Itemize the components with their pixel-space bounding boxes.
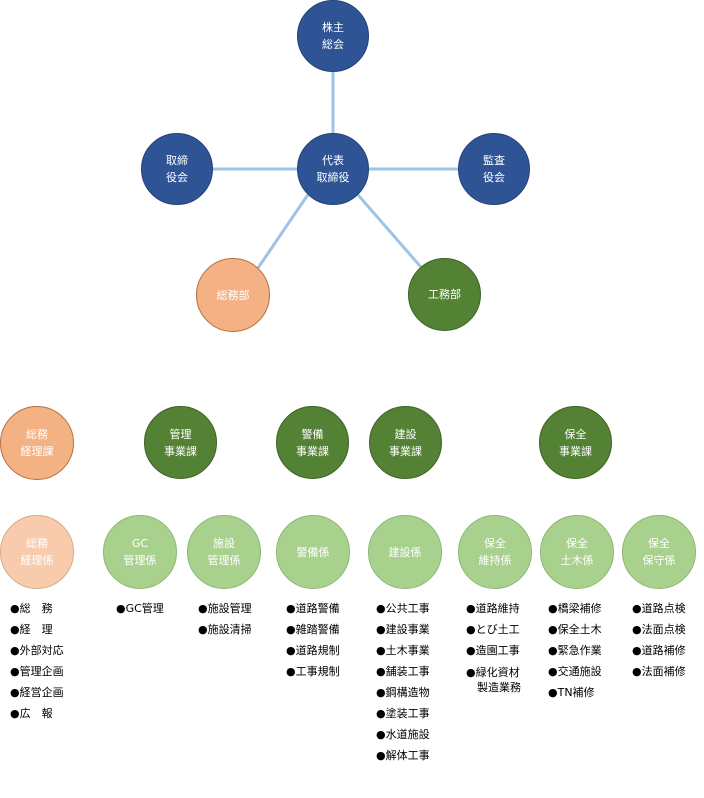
node-audit-board-label: 監査 役会 xyxy=(483,154,505,184)
duty-item: ●GC管理 xyxy=(116,602,164,615)
node-unit-gc-management: GC 管理係 xyxy=(103,515,177,589)
node-unit-construction: 建設係 xyxy=(368,515,442,589)
node-section-general-accounting: 総務 経理課 xyxy=(0,406,74,480)
duty-list-construction: ●公共工事 ●建設事業 ●土木事業 ●舗装工事 ●鋼構造物 ●塗装工事 ●水道施… xyxy=(376,598,430,766)
duty-item: ●経 理 xyxy=(10,623,53,636)
node-unit-gc-management-label: GC 管理係 xyxy=(123,537,157,567)
duty-list-security: ●道路警備 ●雑踏警備 ●道路規制 ●工事規制 xyxy=(286,598,340,682)
line-ceo-construction xyxy=(357,194,422,268)
duty-item: ●道路維持 xyxy=(466,602,520,615)
node-section-construction-label: 建設 事業課 xyxy=(389,427,422,458)
duty-list-maintenance: ●道路維持 ●とび土工 ●造園工事 ●緑化資材 製造業務 xyxy=(466,598,521,695)
duty-item: ●緑化資材 製造業務 xyxy=(466,666,521,694)
node-unit-maintenance-label: 保全 維持係 xyxy=(478,537,512,567)
duty-item: ●保全土木 xyxy=(548,623,602,636)
duty-item: ●外部対応 xyxy=(10,644,64,657)
duty-list-facility-management: ●施設管理 ●施設清掃 xyxy=(198,598,252,640)
node-unit-security: 警備係 xyxy=(276,515,350,589)
duty-item: ●橋梁補修 xyxy=(548,602,602,615)
node-unit-civil: 保全 土木係 xyxy=(540,515,614,589)
node-unit-general-accounting: 総務 経理係 xyxy=(0,515,74,589)
node-section-maintenance-label: 保全 事業課 xyxy=(559,427,592,458)
node-unit-facility-management-label: 施設 管理係 xyxy=(207,537,241,567)
node-unit-civil-label: 保全 土木係 xyxy=(560,537,594,567)
node-shareholders-meeting-label: 株主 総会 xyxy=(322,21,344,51)
duty-item: ●解体工事 xyxy=(376,749,430,762)
duty-item: ●鋼構造物 xyxy=(376,686,430,699)
duty-list-general-accounting: ●総 務 ●経 理 ●外部対応 ●管理企画 ●経営企画 ●広 報 xyxy=(10,598,64,724)
duty-item: ●道路規制 xyxy=(286,644,340,657)
node-ceo: 代表 取締役 xyxy=(297,133,369,205)
duty-item: ●雑踏警備 xyxy=(286,623,340,636)
duty-item: ●経営企画 xyxy=(10,686,64,699)
node-unit-general-accounting-label: 総務 経理係 xyxy=(20,537,54,567)
node-construction-dept: 工務部 xyxy=(408,258,481,331)
node-section-general-accounting-label: 総務 経理課 xyxy=(20,428,54,458)
node-section-management-label: 管理 事業課 xyxy=(164,427,197,458)
node-section-security: 警備 事業課 xyxy=(276,406,349,479)
duty-item: ●道路補修 xyxy=(632,644,686,657)
node-construction-dept-label: 工務部 xyxy=(428,288,461,301)
node-audit-board: 監査 役会 xyxy=(458,133,530,205)
node-unit-preservation-label: 保全 保守係 xyxy=(642,537,676,567)
duty-item: ●緊急作業 xyxy=(548,644,602,657)
node-section-management: 管理 事業課 xyxy=(144,406,217,479)
duty-item: ●管理企画 xyxy=(10,665,64,678)
node-unit-security-label: 警備係 xyxy=(296,545,330,559)
duty-item: ●施設管理 xyxy=(198,602,252,615)
duty-item: ●塗装工事 xyxy=(376,707,430,720)
duty-item: ●法面補修 xyxy=(632,665,686,678)
duty-list-civil: ●橋梁補修 ●保全土木 ●緊急作業 ●交通施設 ●TN補修 xyxy=(548,598,602,703)
duty-list-preservation: ●道路点検 ●法面点検 ●道路補修 ●法面補修 xyxy=(632,598,686,682)
node-ceo-label: 代表 取締役 xyxy=(316,154,350,184)
duty-item: ●広 報 xyxy=(10,707,53,720)
duty-item: ●道路点検 xyxy=(632,602,686,615)
node-section-security-label: 警備 事業課 xyxy=(296,427,329,458)
node-unit-maintenance: 保全 維持係 xyxy=(458,515,532,589)
node-general-affairs-dept: 総務部 xyxy=(196,258,270,332)
duty-item: ●TN補修 xyxy=(548,686,595,699)
node-board-of-directors: 取締 役会 xyxy=(141,133,213,205)
duty-item: ●造園工事 xyxy=(466,644,520,657)
duty-item: ●舗装工事 xyxy=(376,665,430,678)
duty-item: ●公共工事 xyxy=(376,602,430,615)
duty-item: ●施設清掃 xyxy=(198,623,252,636)
node-section-maintenance: 保全 事業課 xyxy=(539,406,612,479)
duty-item: ●とび土工 xyxy=(466,623,520,636)
duty-item: ●総 務 xyxy=(10,602,53,615)
node-board-of-directors-label: 取締 役会 xyxy=(166,154,188,184)
node-section-construction: 建設 事業課 xyxy=(369,406,442,479)
duty-item: ●交通施設 xyxy=(548,665,602,678)
node-unit-preservation: 保全 保守係 xyxy=(622,515,696,589)
duty-item: ●水道施設 xyxy=(376,728,430,741)
node-unit-facility-management: 施設 管理係 xyxy=(187,515,261,589)
node-unit-construction-label: 建設係 xyxy=(388,545,422,559)
node-general-affairs-dept-label: 総務部 xyxy=(216,288,250,302)
duty-item: ●建設事業 xyxy=(376,623,430,636)
duty-item: ●道路警備 xyxy=(286,602,340,615)
node-shareholders-meeting: 株主 総会 xyxy=(297,0,369,72)
line-ceo-general-affairs xyxy=(256,194,309,270)
duty-item: ●土木事業 xyxy=(376,644,430,657)
duty-item: ●工事規制 xyxy=(286,665,340,678)
duty-item: ●法面点検 xyxy=(632,623,686,636)
duty-list-gc-management: ●GC管理 xyxy=(116,598,164,619)
